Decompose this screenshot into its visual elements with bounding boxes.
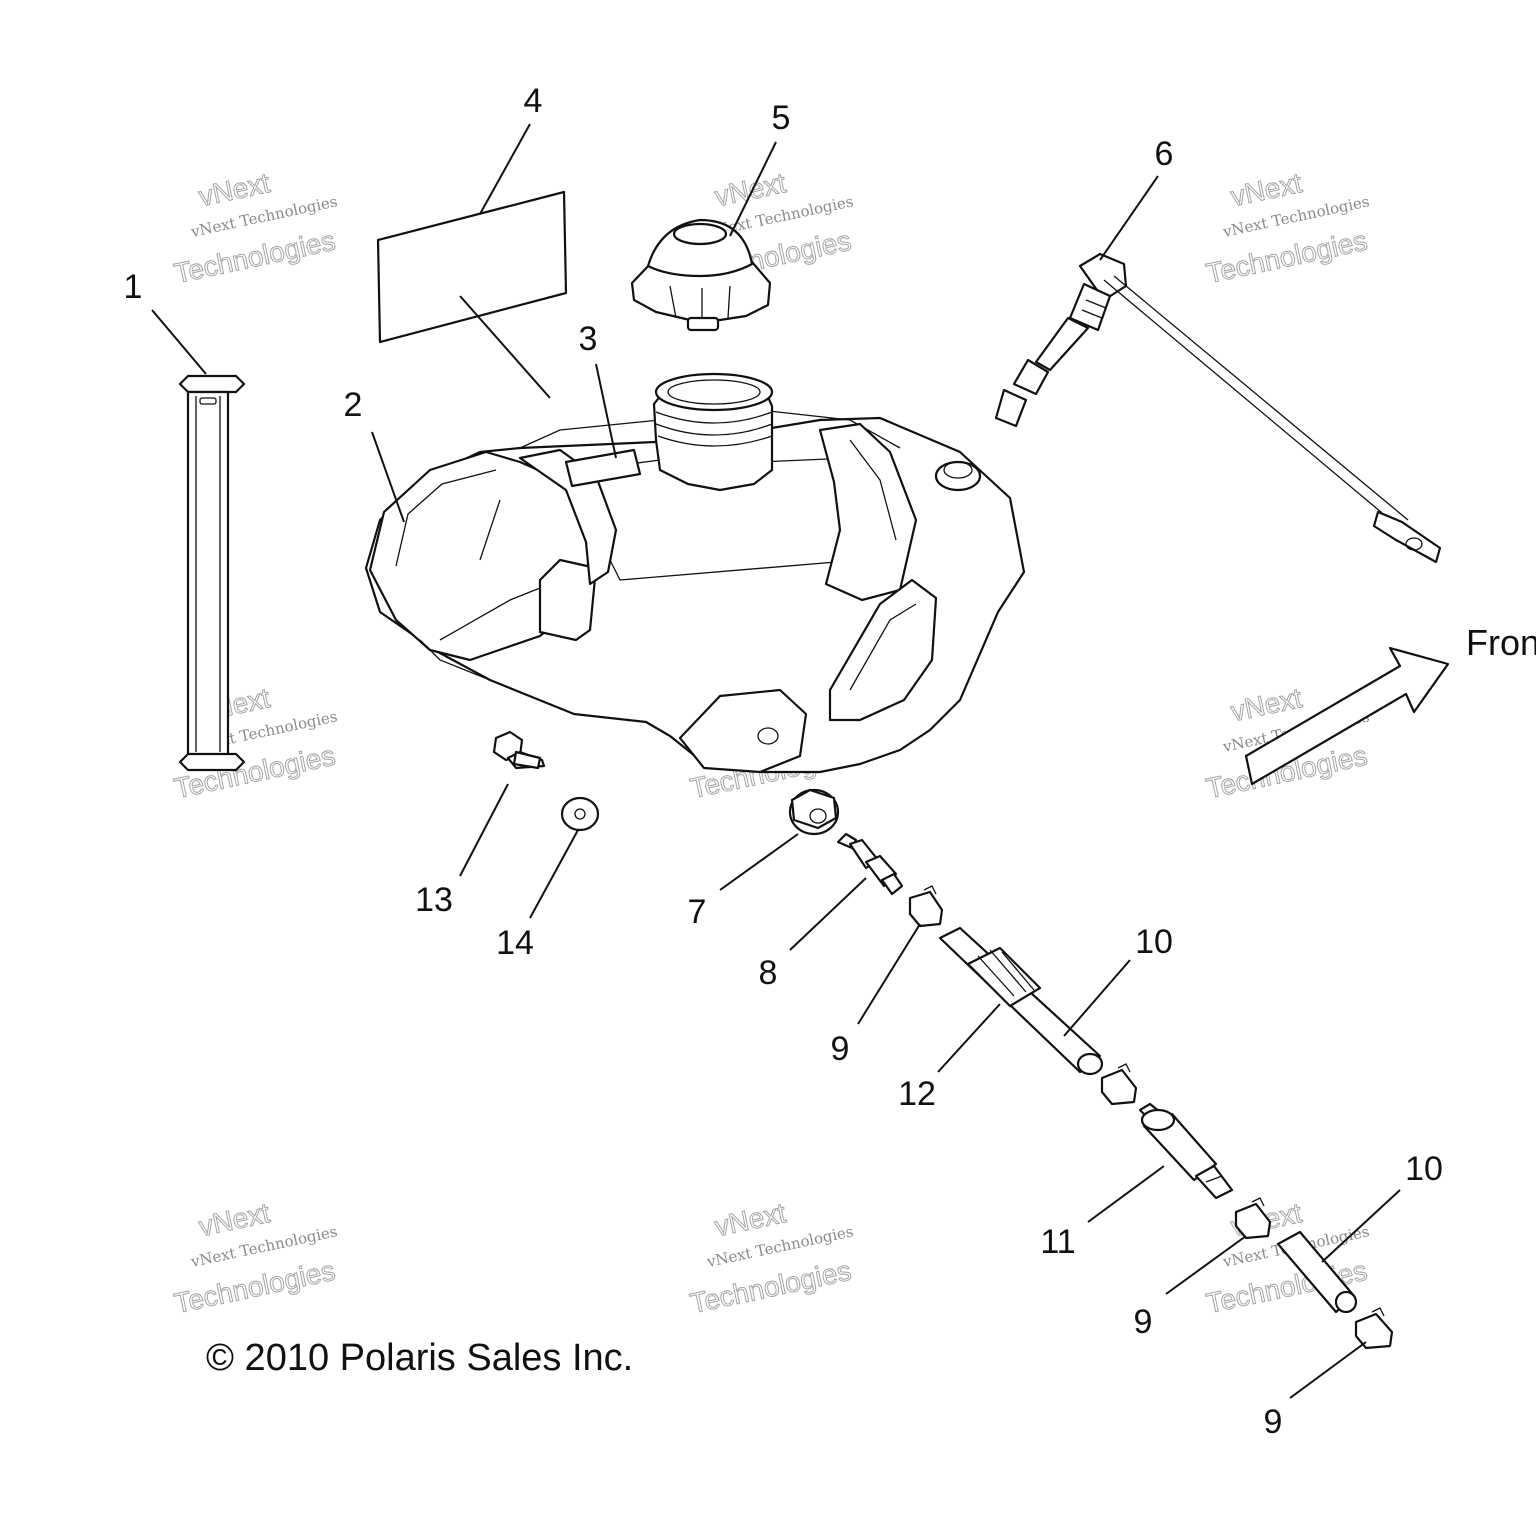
callout-c9c: 9: [1264, 1403, 1283, 1441]
leader-lines: [151, 123, 1401, 1399]
part-11-fuel-filter[interactable]: [1138, 1102, 1234, 1200]
part-7-grommet[interactable]: [788, 788, 840, 836]
watermark: vNext vNext Technologies Technologies: [1203, 167, 1371, 290]
callout-c6: 6: [1155, 135, 1174, 173]
copyright-notice: © 2010 Polaris Sales Inc.: [206, 1337, 633, 1379]
callout-c12: 12: [898, 1075, 936, 1113]
part-12-sleeve[interactable]: [966, 946, 1042, 1008]
part-8-fitting[interactable]: [836, 832, 904, 896]
callout-c14: 14: [496, 924, 534, 962]
callout-c9a: 9: [831, 1030, 850, 1068]
callout-c4: 4: [524, 82, 543, 120]
part-9-clamp-b[interactable]: [1100, 1063, 1138, 1106]
callout-c10a: 10: [1135, 923, 1173, 961]
part-6-fuel-sender[interactable]: [994, 252, 1442, 564]
callout-c1: 1: [124, 268, 143, 306]
watermark-brand: vNext: [196, 1197, 273, 1242]
watermark-brand: vNext: [196, 167, 273, 212]
callout-c8: 8: [759, 954, 778, 992]
part-10-hose-b[interactable]: [1276, 1230, 1358, 1314]
watermark: vNext vNext Technologies Technologies: [171, 167, 339, 290]
part-2-fuel-tank[interactable]: [364, 372, 1026, 774]
callout-c9b: 9: [1134, 1303, 1153, 1341]
front-label: Fron: [1466, 622, 1536, 663]
part-4-decal[interactable]: [376, 190, 568, 344]
part-5-fuel-cap[interactable]: [630, 218, 772, 332]
callout-c10b: 10: [1405, 1150, 1443, 1188]
callout-c5: 5: [772, 99, 791, 137]
callout-c2: 2: [344, 386, 363, 424]
part-13-bolt[interactable]: [492, 730, 546, 770]
watermark: vNext vNext Technologies Technologies: [171, 682, 339, 805]
watermark-brand: vNext: [712, 1197, 789, 1242]
callout-c3: 3: [579, 320, 598, 358]
callout-c11: 11: [1040, 1223, 1075, 1261]
watermark-brand: vNext: [712, 167, 789, 212]
part-1-strap[interactable]: [178, 374, 246, 772]
watermark: vNext vNext Technologies Technologies: [687, 1197, 855, 1320]
front-direction-arrow: Fron: [1244, 622, 1536, 786]
callout-c13: 13: [415, 881, 453, 919]
part-10-hose-a[interactable]: [938, 926, 1104, 1076]
watermark-brand: vNext: [1228, 167, 1305, 212]
part-14-washer[interactable]: [560, 796, 600, 832]
watermark: vNext vNext Technologies Technologies: [171, 1197, 339, 1320]
part-9-clamp-d[interactable]: [1354, 1307, 1394, 1350]
part-9-clamp-a[interactable]: [908, 885, 944, 928]
watermark-brand: vNext: [1228, 682, 1305, 727]
part-9-clamp-c[interactable]: [1234, 1197, 1272, 1240]
callout-c7: 7: [688, 893, 707, 931]
